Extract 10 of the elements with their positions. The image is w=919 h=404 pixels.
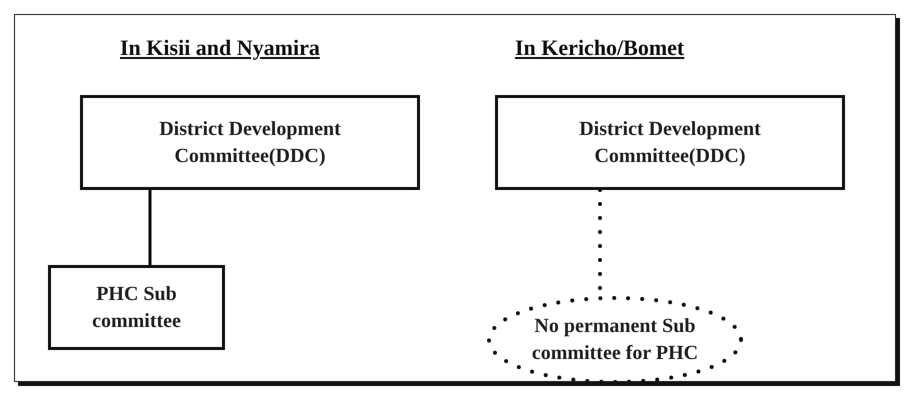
- committee-box: [80, 95, 420, 190]
- section-heading: In Kisii and Nyamira: [120, 35, 320, 61]
- node-text: PHC Sub committee: [91, 282, 182, 334]
- section-heading: In Kericho/Bomet: [515, 35, 684, 61]
- connector-line: [148, 190, 152, 265]
- node-text: District Development Committee(DDC): [578, 116, 762, 168]
- committee-box: [48, 265, 225, 350]
- node-text: No permanent Sub committee for PHC: [530, 314, 700, 366]
- committee-box: [495, 95, 845, 190]
- node-text: District Development Committee(DDC): [158, 116, 342, 168]
